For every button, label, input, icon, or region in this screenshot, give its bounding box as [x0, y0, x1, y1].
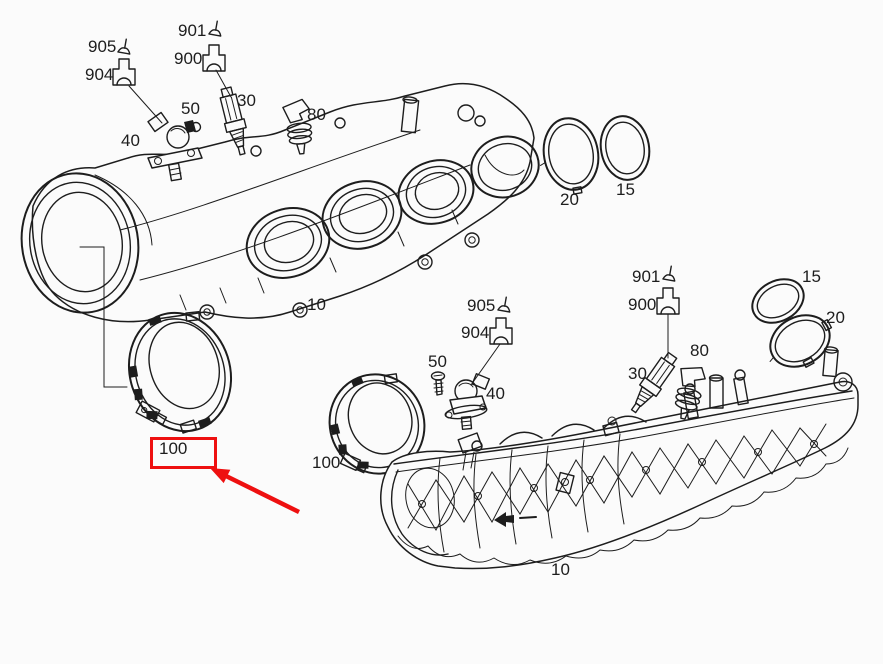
manifold-fitting [457, 416, 620, 495]
lower-manifold [380, 346, 859, 570]
callout-100-left[interactable]: 100 [159, 439, 188, 458]
callout-20-top[interactable]: 20 [560, 190, 579, 209]
highlight-arrow [210, 468, 300, 515]
highlight-box [150, 437, 217, 469]
callout-80-right[interactable]: 80 [690, 341, 709, 360]
sensor-30-right [630, 351, 678, 414]
sensor-80-right [674, 366, 706, 420]
clamp-screw [135, 400, 168, 426]
callout-900-topmid[interactable]: 900 [174, 49, 203, 68]
lattice-nodes [418, 440, 818, 508]
callout-10-bottom[interactable]: 10 [551, 560, 570, 579]
sensor-40-top [147, 111, 203, 182]
sensor-80-top [282, 98, 313, 155]
callout-905-mid[interactable]: 905 [467, 296, 496, 315]
connector-icon-900-topmid [202, 44, 226, 72]
flange-ears [199, 232, 480, 320]
pin-icon-901-topmid [208, 20, 222, 37]
sensor-30-top [219, 86, 247, 156]
leader-lines [79, 69, 669, 388]
callout-904-mid[interactable]: 904 [461, 323, 490, 342]
intake-ports [245, 135, 540, 279]
connector-icon-904-topleft [112, 58, 136, 86]
callout-901-topmid[interactable]: 901 [178, 21, 207, 40]
callout-901-right[interactable]: 901 [632, 267, 661, 286]
pin-icon-905-topleft [117, 38, 131, 55]
clamp-ring-100-left [127, 311, 233, 434]
o-ring-15-right [751, 278, 805, 324]
upper-manifold [20, 82, 540, 323]
callout-10-top[interactable]: 10 [307, 295, 326, 314]
clamp-screw [339, 452, 368, 474]
pin-icon-901-right [662, 265, 676, 282]
seal-ring-20-right [769, 314, 833, 368]
screw-50-top [184, 120, 202, 133]
callout-905-topleft[interactable]: 905 [88, 37, 117, 56]
o-ring-15-top [599, 115, 651, 181]
seal-ring-20-top [540, 117, 600, 195]
callout-30-topmid[interactable]: 30 [237, 91, 256, 110]
callout-80-top[interactable]: 80 [307, 105, 326, 124]
callout-15-top[interactable]: 15 [616, 180, 635, 199]
screw-50-mid [430, 371, 446, 396]
callout-30-right[interactable]: 30 [628, 364, 647, 383]
flow-arrow-glyph [494, 512, 537, 527]
throttle-opening [20, 172, 140, 314]
callout-40-topleft[interactable]: 40 [121, 131, 140, 150]
callout-50-mid[interactable]: 50 [428, 352, 447, 371]
callout-50-topleft[interactable]: 50 [181, 99, 200, 118]
callout-15-right[interactable]: 15 [802, 267, 821, 286]
callout-100-mid[interactable]: 100 [312, 453, 341, 472]
sensor-40-mid [444, 373, 491, 431]
pin-icon-905-mid [497, 296, 511, 313]
callout-40-mid[interactable]: 40 [486, 384, 505, 403]
callout-900-right[interactable]: 900 [628, 295, 657, 314]
callout-20-right[interactable]: 20 [826, 308, 845, 327]
connector-icon-904-mid [489, 317, 513, 345]
connector-icon-900-right [656, 287, 680, 315]
callout-904-topleft[interactable]: 904 [85, 65, 114, 84]
